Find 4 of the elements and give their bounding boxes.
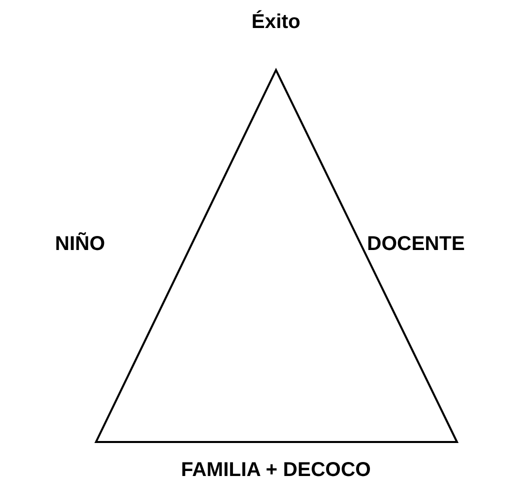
- side-label: DOCENTE: [367, 233, 465, 256]
- apex-label: Éxito: [252, 11, 300, 34]
- side-label: NIÑO: [55, 233, 105, 256]
- base-label: FAMILIA + DECOCO: [181, 459, 371, 482]
